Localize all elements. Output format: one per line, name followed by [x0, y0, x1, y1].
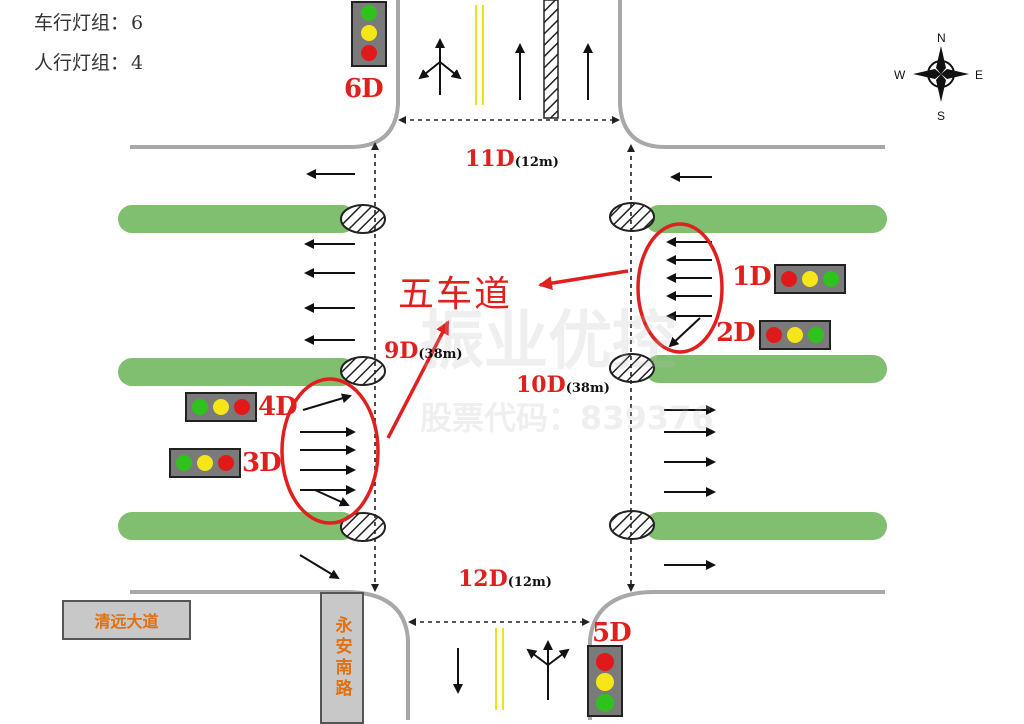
signal-2d-head [759, 320, 831, 350]
signal-1d-label: 1D [732, 262, 772, 292]
compass-icon: N S E W [894, 31, 983, 123]
signal-3d-head [169, 448, 241, 478]
compass-e: E [975, 68, 983, 82]
crossing-10d: 10D(38m) [516, 372, 610, 398]
main-road-name: 清远大道 [62, 600, 191, 640]
lane-count-annotation: 五车道 [398, 274, 513, 315]
watermark-company: 振业优控 [420, 305, 676, 379]
ped-count: 4 [131, 52, 144, 74]
crossing-12d-len: (12m) [507, 575, 552, 590]
signal-1d-head [774, 264, 846, 294]
compass-n: N [937, 31, 946, 45]
crossing-12d-id: 12D [458, 566, 508, 592]
signal-5d-head [587, 645, 623, 717]
crossing-9d-id: 9D [384, 338, 419, 364]
ped-signal-count: 人行灯组：4 [34, 48, 143, 75]
lane-arrows [299, 38, 716, 700]
compass-w: W [894, 68, 906, 82]
signal-2d-label: 2D [716, 318, 756, 348]
vehicle-signal-count: 车行灯组：6 [34, 8, 143, 35]
signal-3d-label: 3D [242, 448, 282, 478]
crossing-11d-id: 11D [465, 146, 515, 172]
signal-5d-label: 5D [592, 618, 632, 648]
signal-4d-label: 4D [258, 392, 298, 422]
crossing-12d: 12D(12m) [458, 566, 552, 592]
watermark-stock: 股票代码：839376 [420, 399, 714, 437]
crosswalk-dimensions [371, 116, 635, 626]
cross-road-name: 永安南路 [320, 592, 364, 724]
crossing-11d-len: (12m) [514, 155, 559, 170]
compass-s: S [937, 109, 945, 123]
annotation-marks [280, 222, 724, 525]
medians [118, 205, 887, 540]
crossing-10d-len: (38m) [565, 381, 610, 396]
crossing-11d: 11D(12m) [465, 146, 559, 172]
signal-6d-label: 6D [344, 74, 384, 104]
north-center-lines [475, 0, 559, 119]
vehicle-count: 6 [131, 12, 144, 34]
south-center-lines [495, 628, 504, 710]
signal-6d-head [351, 1, 387, 67]
ped-label: 人行灯组： [34, 52, 130, 74]
signal-4d-head [185, 392, 257, 422]
crossing-10d-id: 10D [516, 372, 566, 398]
vehicle-label: 车行灯组： [34, 12, 130, 34]
crossing-9d: 9D(38m) [384, 338, 463, 364]
crossing-9d-len: (38m) [418, 347, 463, 362]
